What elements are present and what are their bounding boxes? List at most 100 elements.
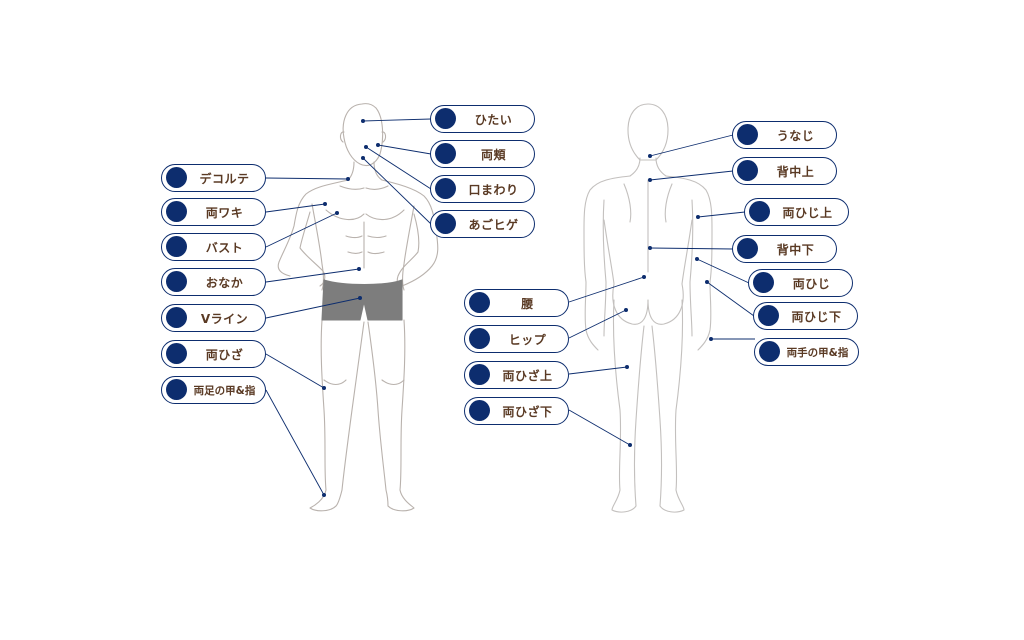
area-label-vline: Vライン xyxy=(200,311,249,326)
leader-ryouhoho xyxy=(377,144,432,155)
leader-dekorute xyxy=(265,177,349,180)
area-button-koshi[interactable]: 腰 xyxy=(464,289,569,317)
area-label-senakaue: 背中上 xyxy=(776,164,815,179)
area-label-ryouashi: 両足の甲&指 xyxy=(193,384,256,397)
area-button-ryouhiza[interactable]: 両ひざ xyxy=(161,340,266,368)
area-button-ryoute[interactable]: 両手の甲&指 xyxy=(754,338,859,366)
area-label-hitai: ひたい xyxy=(474,112,513,127)
area-marker-icon xyxy=(758,305,779,326)
area-marker-icon xyxy=(166,167,187,188)
area-label-basuto: バスト xyxy=(205,240,244,255)
area-button-vline[interactable]: Vライン xyxy=(161,304,266,332)
dot-agohige xyxy=(361,156,365,160)
leader-onaka xyxy=(265,268,360,283)
area-button-ryouhoho[interactable]: 両頬 xyxy=(430,140,535,168)
area-marker-icon xyxy=(435,143,456,164)
area-button-dekorute[interactable]: デコルテ xyxy=(161,164,266,192)
area-marker-icon xyxy=(435,178,456,199)
leader-ryouhiza xyxy=(265,353,325,389)
area-label-ryouhiji: 両ひじ xyxy=(792,276,831,291)
area-button-ryouhizaue[interactable]: 両ひざ上 xyxy=(464,361,569,389)
area-button-hippu[interactable]: ヒップ xyxy=(464,325,569,353)
leader-agohige xyxy=(362,157,432,225)
area-marker-icon xyxy=(737,160,758,181)
leader-ryouhizaue xyxy=(568,366,628,375)
dot-hitai xyxy=(361,119,365,123)
area-button-ryouhijishita[interactable]: 両ひじ下 xyxy=(753,302,858,330)
area-marker-icon xyxy=(749,201,770,222)
area-button-senakaue[interactable]: 背中上 xyxy=(732,157,837,185)
front-shorts xyxy=(321,279,403,321)
area-label-unaji: うなじ xyxy=(776,128,815,143)
area-label-senakashita: 背中下 xyxy=(776,242,815,257)
area-marker-icon xyxy=(753,272,774,293)
area-label-ryouwaki: 両ワキ xyxy=(205,205,244,220)
leader-ryouhizashita xyxy=(568,409,631,446)
area-label-hippu: ヒップ xyxy=(508,332,547,347)
area-marker-icon xyxy=(469,364,490,385)
area-marker-icon xyxy=(166,379,187,400)
area-marker-icon xyxy=(435,108,456,129)
area-button-ryouhizashita[interactable]: 両ひざ下 xyxy=(464,397,569,425)
area-button-unaji[interactable]: うなじ xyxy=(732,121,837,149)
leader-kuchimawari xyxy=(365,146,432,190)
leader-ryouhijiue xyxy=(697,211,746,218)
leader-koshi xyxy=(568,276,645,303)
area-button-onaka[interactable]: おなか xyxy=(161,268,266,296)
area-label-kuchimawari: 口まわり xyxy=(468,182,519,197)
area-button-basuto[interactable]: バスト xyxy=(161,233,266,261)
area-marker-icon xyxy=(759,341,780,362)
area-label-ryouhizashita: 両ひざ下 xyxy=(502,404,553,419)
area-button-ryouashi[interactable]: 両足の甲&指 xyxy=(161,376,266,404)
dot-kuchimawari xyxy=(364,145,368,149)
area-marker-icon xyxy=(166,307,187,328)
area-label-ryouhizaue: 両ひざ上 xyxy=(502,368,553,383)
area-marker-icon xyxy=(469,400,490,421)
dot-basuto xyxy=(335,211,339,215)
area-label-koshi: 腰 xyxy=(521,296,534,311)
area-button-kuchimawari[interactable]: 口まわり xyxy=(430,175,535,203)
dot-senakaue xyxy=(648,178,652,182)
leader-unaji xyxy=(649,134,734,157)
dot-ryouhizaue xyxy=(625,365,629,369)
dot-dekorute xyxy=(346,177,350,181)
area-marker-icon xyxy=(469,328,490,349)
area-button-senakashita[interactable]: 背中下 xyxy=(732,235,837,263)
area-label-ryoute: 両手の甲&指 xyxy=(786,346,849,359)
area-button-hitai[interactable]: ひたい xyxy=(430,105,535,133)
leader-ryouashi xyxy=(265,389,325,496)
area-button-ryouwaki[interactable]: 両ワキ xyxy=(161,198,266,226)
dot-ryouhiza xyxy=(322,386,326,390)
leader-vline xyxy=(265,297,361,319)
leader-dots xyxy=(322,119,713,497)
area-marker-icon xyxy=(166,201,187,222)
area-marker-icon xyxy=(166,343,187,364)
dot-ryouashi xyxy=(322,493,326,497)
dot-ryouhijishita xyxy=(705,280,709,284)
front-head-outline xyxy=(342,103,384,167)
area-marker-icon xyxy=(435,213,456,234)
leader-senakashita xyxy=(649,247,734,250)
area-marker-icon xyxy=(166,236,187,257)
dot-ryoute xyxy=(709,337,713,341)
dot-koshi xyxy=(642,275,646,279)
leader-ryouhijishita xyxy=(706,281,755,317)
area-button-agohige[interactable]: あごヒゲ xyxy=(430,210,535,238)
area-marker-icon xyxy=(737,124,758,145)
area-label-ryouhijishita: 両ひじ下 xyxy=(791,309,842,324)
area-marker-icon xyxy=(166,271,187,292)
area-button-ryouhiji[interactable]: 両ひじ xyxy=(748,269,853,297)
area-label-dekorute: デコルテ xyxy=(199,171,250,186)
leader-ryouhiji xyxy=(696,258,750,284)
dot-ryouhizashita xyxy=(628,443,632,447)
area-marker-icon xyxy=(469,292,490,313)
dot-unaji xyxy=(648,154,652,158)
leader-senakaue xyxy=(649,170,734,181)
area-marker-icon xyxy=(737,238,758,259)
area-button-ryouhijiue[interactable]: 両ひじ上 xyxy=(744,198,849,226)
leader-hippu xyxy=(568,309,627,339)
area-label-ryouhoho: 両頬 xyxy=(480,147,506,162)
front-body-figure xyxy=(277,103,439,512)
